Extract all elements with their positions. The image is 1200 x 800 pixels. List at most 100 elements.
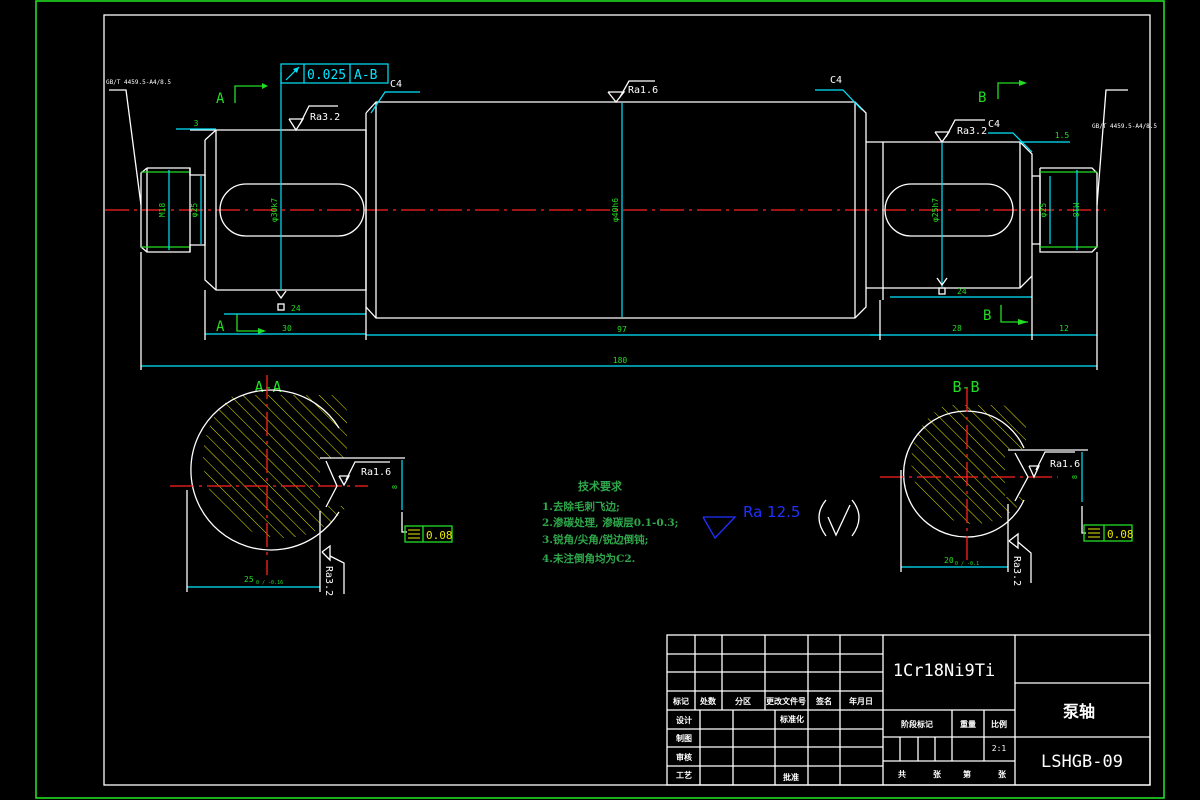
section-b-view: B-B Ra1.6 8 0.08 Ra3.2 20 0 / -0.1 xyxy=(880,378,1134,586)
general-roughness-paren-right xyxy=(851,499,860,537)
tech-req-item: 2.渗碳处理, 渗碳层0.1-0.3; xyxy=(542,516,679,529)
general-roughness-symbol xyxy=(702,516,737,540)
dim-left-thread-text: M18 xyxy=(158,203,167,218)
label-weight: 重量 xyxy=(960,719,976,729)
sheet-unit-label: 张 xyxy=(998,770,1007,779)
right-keyway-box xyxy=(938,287,946,295)
section-b-roughness-leader xyxy=(1035,451,1075,471)
dim-right-thread-length-text: 12 xyxy=(1059,324,1069,333)
section-arrowhead-a-top xyxy=(262,83,268,89)
section-b-keyway-chamfer xyxy=(1014,452,1029,502)
svg-text:Ra3.2: Ra3.2 xyxy=(957,126,987,137)
tech-req-title: 技术要求 xyxy=(578,479,623,493)
part-name: 泵轴 xyxy=(1062,702,1095,721)
dim-left-journal-length-text: 30 xyxy=(282,324,292,333)
section-b-title: B-B xyxy=(952,378,979,396)
dim-left-undercut-text: φ25 xyxy=(190,203,199,218)
symmetry-icon xyxy=(408,529,420,539)
section-a-title: A-A xyxy=(254,378,281,396)
section-arrowhead-b-top xyxy=(1019,80,1027,86)
label-scale: 比例 xyxy=(991,719,1007,729)
runout-tolerance-frame: 0.025 A-B xyxy=(280,63,389,84)
right-keyway-roughness-mark xyxy=(936,277,948,287)
row-label-review: 审核 xyxy=(676,752,692,762)
dim-middle-body-text: φ40h6 xyxy=(611,198,620,222)
material: 1Cr18Ni9Ti xyxy=(893,661,995,681)
section-b-roughness-bottom-text: Ra1.6 xyxy=(1050,459,1080,470)
general-roughness-paren-left xyxy=(818,499,827,537)
row-label-drawing: 制图 xyxy=(676,733,692,743)
section-a-roughness-bottom-text: Ra1.6 xyxy=(361,467,391,478)
outer-frame xyxy=(35,0,1165,799)
label-standardization: 标准化 xyxy=(779,714,804,724)
sheet-current-label: 第 xyxy=(963,769,971,779)
label-approve: 批准 xyxy=(783,772,799,782)
title-block: 标记 处数 分区 更改文件号 签名 年月日 设计 制图 审核 工艺 标准化 批准… xyxy=(666,634,1151,786)
left-center-hole-leader xyxy=(109,89,142,206)
right-keyway xyxy=(884,183,1014,237)
section-b-roughness-bottom xyxy=(1028,465,1041,479)
svg-text:Ra3.2: Ra3.2 xyxy=(310,112,340,123)
left-center-hole-note: GB/T 4459.5-A4/8.5 xyxy=(106,79,171,86)
chamfer-leader-middle xyxy=(815,89,863,111)
middle-body-outline xyxy=(365,101,867,319)
chamfer-note-middle: C4 xyxy=(830,75,842,86)
section-arrow-b-bottom xyxy=(1000,305,1028,323)
dim-right-thread-text: M18 xyxy=(1071,203,1080,218)
left-keyway-box xyxy=(277,303,285,311)
rev-header-zone: 分区 xyxy=(735,696,751,706)
section-b-hatch xyxy=(911,405,1026,524)
circular-runout-icon xyxy=(285,66,300,81)
section-a-outline xyxy=(190,389,340,551)
section-a-keyway-chamfer xyxy=(325,460,338,508)
roughness-right-journal: Ra3.2 xyxy=(934,119,987,144)
section-b-keyway-dim-text: 8 xyxy=(1071,475,1079,479)
dim-right-undercut-text: φ25 xyxy=(1039,203,1048,218)
section-b-symmetry-value: 0.08 xyxy=(1107,528,1134,541)
general-roughness-value: Ra 12.5 xyxy=(743,503,800,521)
sheet-total-label: 共 xyxy=(898,769,906,779)
main-view: GB/T 4459.5-A4/8.5 GB/T 4459.5-A4/8.5 M1… xyxy=(105,63,1157,370)
left-keyway-length: 24 xyxy=(291,304,301,313)
row-label-process: 工艺 xyxy=(676,770,692,780)
section-mark-a-bottom: A xyxy=(216,319,225,335)
section-arrowhead-b-bottom xyxy=(1018,319,1028,325)
left-keyway-roughness-mark xyxy=(275,290,287,300)
rev-header-mark: 标记 xyxy=(672,696,689,706)
section-a-roughness-side-text: Ra3.2 xyxy=(323,566,334,596)
section-a-roughness-side xyxy=(321,544,331,562)
roughness-middle-body: Ra1.6 xyxy=(607,80,658,104)
chamfer-note-right: C4 xyxy=(988,119,1000,130)
sheet-unit-label: 张 xyxy=(933,770,942,779)
section-a-view: A-A Ra1.6 8 0.08 Ra3.2 25 0 / xyxy=(170,375,453,596)
section-b-depth-text: 20 xyxy=(944,556,954,565)
left-keyway xyxy=(219,183,365,237)
dim-right-journal-text: φ25h7 xyxy=(931,198,940,222)
dim-left-journal-text: φ30k7 xyxy=(270,198,279,222)
scale-value: 2:1 xyxy=(992,744,1007,753)
runout-datum: A-B xyxy=(354,68,378,83)
section-b-outline xyxy=(902,410,1025,538)
dim-total-length-text: 180 xyxy=(613,356,628,365)
row-label-design: 设计 xyxy=(676,715,692,725)
section-mark-a-top: A xyxy=(216,91,225,107)
tech-req-item: 3.锐角/尖角/锐边倒钝; xyxy=(542,533,649,546)
right-center-hole-note: GB/T 4459.5-A4/8.5 xyxy=(1092,123,1157,130)
svg-text:Ra1.6: Ra1.6 xyxy=(628,85,658,96)
section-arrowhead-a-bottom xyxy=(258,328,266,334)
section-a-roughness-side-leader xyxy=(329,555,345,594)
drawing-number: LSHGB-09 xyxy=(1041,752,1123,772)
right-center-hole-leader xyxy=(1096,89,1128,206)
section-b-roughness-side xyxy=(1008,532,1019,550)
label-stage-mark: 阶段标记 xyxy=(901,719,933,729)
section-a-roughness-bottom xyxy=(338,475,351,487)
technical-requirements: 技术要求 1.去除毛刺飞边; 2.渗碳处理, 渗碳层0.1-0.3; 3.锐角/… xyxy=(542,479,679,565)
rev-header-date: 年月日 xyxy=(849,696,873,706)
tech-req-item: 4.未注倒角均为C2. xyxy=(542,552,635,565)
revision-grid xyxy=(667,635,884,785)
right-journal-outline xyxy=(866,141,1033,289)
dim-right-step-text: 1.5 xyxy=(1055,131,1070,140)
rev-header-sign: 签名 xyxy=(815,696,832,706)
chamfer-leader-right xyxy=(988,132,1033,153)
